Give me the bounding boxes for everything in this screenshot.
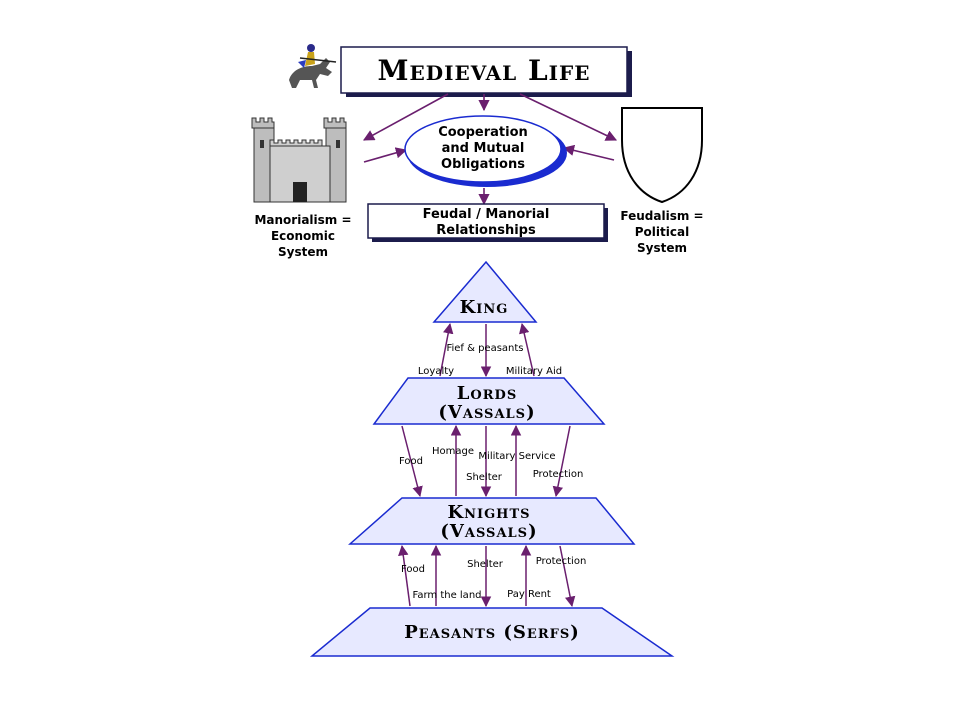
cooperation-line-1: Cooperation (438, 125, 528, 140)
castle-icon (251, 117, 347, 203)
label-military-aid: Military Aid (506, 366, 562, 377)
label-fief-peasants: Fief & peasants (446, 343, 523, 354)
cooperation-line-3: Obligations (441, 157, 525, 172)
label-shelter-lords: Shelter (466, 472, 503, 483)
title-connectors (363, 93, 618, 206)
lords-label: Lords (457, 383, 517, 404)
lords-sub-label: (Vassals) (438, 402, 535, 423)
knights-peasants-arrows (398, 544, 576, 608)
king-lords-arrows (439, 322, 535, 378)
feudalism-line-1: Feudalism = (620, 209, 703, 223)
label-food-lords: Food (399, 456, 423, 467)
tier-knights: Knights (Vassals) (348, 497, 636, 545)
page-title: Medieval Life (378, 54, 591, 87)
tier-peasants: Peasants (Serfs) (309, 607, 675, 657)
feudalism-line-2: Political (635, 225, 689, 239)
label-shelter-knights: Shelter (467, 559, 504, 570)
label-pay-rent: Pay Rent (507, 589, 551, 600)
king-lords-labels: Fief & peasants Loyalty Military Aid (418, 343, 562, 377)
relationships-box: Feudal / Manorial Relationships (367, 203, 608, 242)
relationships-line-1: Feudal / Manorial (423, 207, 550, 222)
lords-knights-arrows (401, 424, 571, 498)
title-box: Medieval Life (340, 46, 632, 97)
manorialism-line-2: Economic (271, 229, 335, 243)
feudalism-caption: Feudalism = Political System (620, 209, 703, 255)
tier-lords: Lords (Vassals) (372, 377, 606, 425)
cooperation-ellipse: Cooperation and Mutual Obligations (404, 115, 567, 187)
king-label: King (460, 297, 509, 318)
manorialism-caption: Manorialism = Economic System (254, 213, 351, 259)
manorialism-line-3: System (278, 245, 328, 259)
peasants-label: Peasants (Serfs) (404, 622, 580, 643)
cooperation-line-2: and Mutual (442, 141, 525, 156)
label-farm-the-land: Farm the land (413, 590, 482, 601)
tier-king: King (432, 260, 538, 323)
label-protection-lords: Protection (533, 469, 584, 480)
feudalism-line-3: System (637, 241, 687, 255)
label-food-knights: Food (401, 564, 425, 575)
label-military-service: Military Service (478, 451, 555, 462)
shield-icon (621, 107, 703, 204)
knights-peasants-labels: Food Farm the land Shelter Pay Rent Prot… (401, 556, 586, 601)
knight-on-horse-icon (289, 44, 337, 88)
knights-sub-label: (Vassals) (440, 521, 537, 542)
manorialism-line-1: Manorialism = (254, 213, 351, 227)
knights-label: Knights (447, 502, 530, 523)
label-protection-knights: Protection (536, 556, 587, 567)
relationships-line-2: Relationships (436, 223, 536, 238)
label-loyalty: Loyalty (418, 366, 454, 377)
label-homage: Homage (432, 446, 474, 457)
lords-knights-labels: Homage Food Military Service Shelter Pro… (399, 446, 583, 483)
